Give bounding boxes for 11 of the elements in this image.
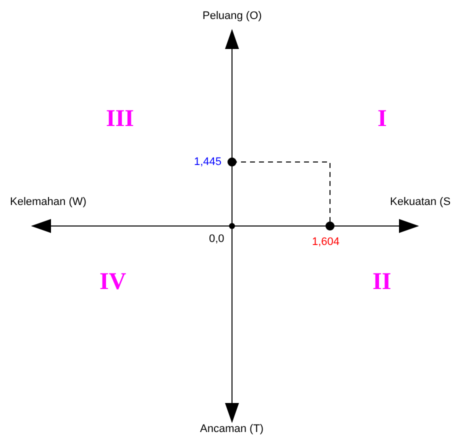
axis-label: Kelemahan (W): [10, 196, 86, 209]
value-label: 1,445: [194, 156, 222, 169]
quadrant-number: IV: [100, 269, 126, 295]
quadrant-number: II: [372, 269, 392, 295]
axis-label: Ancaman (T): [200, 423, 264, 436]
axis-label: Peluang (O): [202, 10, 262, 23]
axis-label: Kekuatan (S: [390, 196, 451, 209]
value-label: 0,0: [209, 233, 224, 246]
value-label: 1,604: [312, 236, 340, 249]
quadrant-number: III: [106, 106, 134, 132]
quadrant-number: I: [378, 106, 387, 132]
